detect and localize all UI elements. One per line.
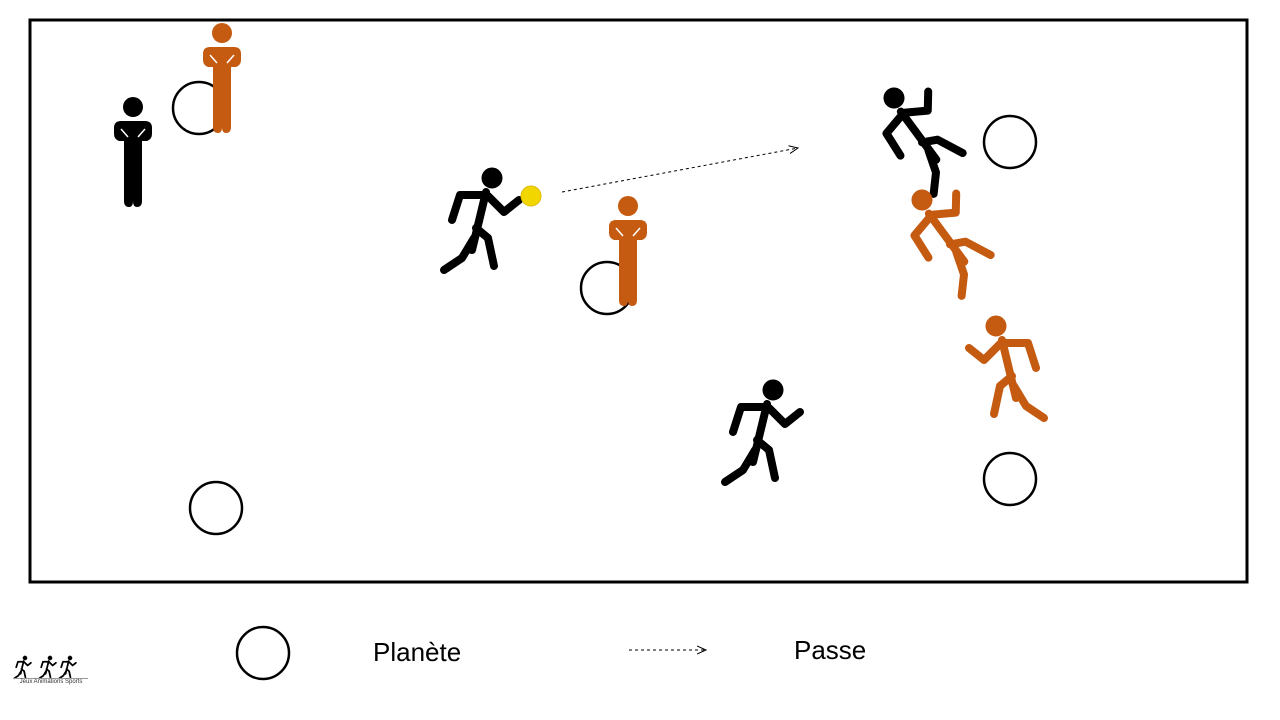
person-running-icon (725, 380, 800, 482)
logo-icon (13, 654, 77, 680)
person-standing-icon (202, 22, 242, 134)
planet-circle (982, 451, 1038, 507)
legend-pass-label: Passe (794, 635, 867, 665)
pass-arrow (561, 148, 798, 193)
person-running-icon (883, 173, 1009, 296)
planet-circle (188, 480, 244, 536)
person-standing-icon (608, 195, 648, 307)
planet-circle (982, 114, 1038, 170)
person-running-icon (444, 168, 519, 270)
person-running-icon (855, 71, 981, 194)
logo-caption: Jeux Animations Sports (14, 678, 88, 685)
ball-icon (520, 185, 542, 207)
legend-planet-label: Planète (373, 637, 462, 667)
legend-planet-icon (235, 625, 291, 681)
person-running-icon (969, 316, 1044, 418)
playing-field (28, 18, 1249, 584)
person-standing-icon (113, 96, 153, 208)
